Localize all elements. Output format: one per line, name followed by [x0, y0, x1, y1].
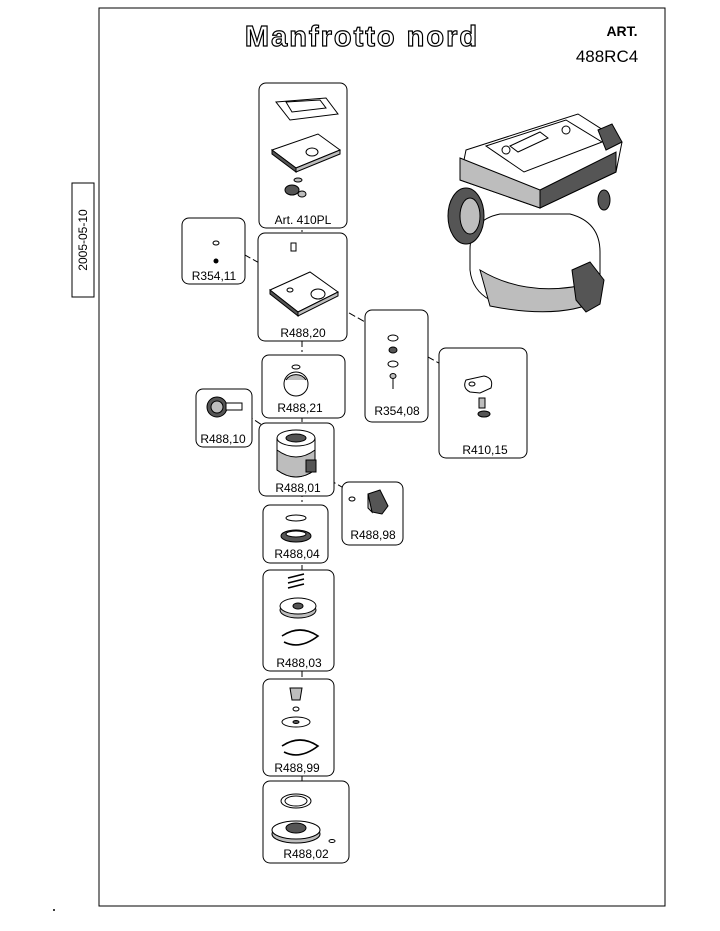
part-label-r488-04: R488,04 — [274, 547, 320, 561]
part-box-r488-21: R488,21 — [261, 354, 346, 419]
part-box-r488-20: R488,20 — [257, 232, 348, 342]
part-label-r354-11: R354,11 — [192, 269, 237, 283]
part-box-r488-98: R488,98 — [341, 481, 404, 546]
part-box-r354-08: R354,08 — [364, 309, 429, 423]
part-box-r488-01: R488,01 — [258, 422, 335, 497]
brand-title: Manfrotto nord — [245, 21, 479, 53]
part-label-r488-03: R488,03 — [276, 656, 322, 670]
art-label: ART. — [606, 23, 637, 39]
part-label-r488-02: R488,02 — [283, 847, 329, 861]
art-number: 488RC4 — [576, 47, 638, 66]
part-label-r488-01: R488,01 — [275, 481, 321, 495]
part-box-410pl: Art. 410PL — [258, 82, 348, 229]
part-label-r410-15: R410,15 — [462, 443, 508, 457]
part-label-r488-20: R488,20 — [280, 326, 326, 340]
part-box-r488-03: R488,03 — [262, 569, 335, 672]
part-box-r488-99: R488,99 — [262, 678, 335, 777]
part-label-r488-98: R488,98 — [350, 528, 396, 542]
part-box-r488-10: R488,10 — [195, 388, 253, 448]
date-stamp: 2005-05-10 — [76, 209, 90, 271]
part-label-r488-21: R488,21 — [277, 401, 323, 415]
part-label-r354-08: R354,08 — [374, 404, 420, 418]
date-box — [71, 182, 95, 298]
part-label-r488-10: R488,10 — [200, 432, 246, 446]
part-box-r488-04: R488,04 — [262, 504, 329, 564]
part-box-r354-11: R354,11 — [181, 217, 246, 285]
part-label-410pl: Art. 410PL — [275, 213, 332, 227]
corner-mark — [53, 909, 55, 911]
part-label-r488-99: R488,99 — [274, 761, 320, 775]
part-box-r488-02: R488,02 — [262, 780, 350, 864]
assembled-head-illustration — [447, 113, 623, 313]
sheet-frame — [98, 7, 666, 907]
part-box-r410-15: R410,15 — [438, 347, 528, 459]
